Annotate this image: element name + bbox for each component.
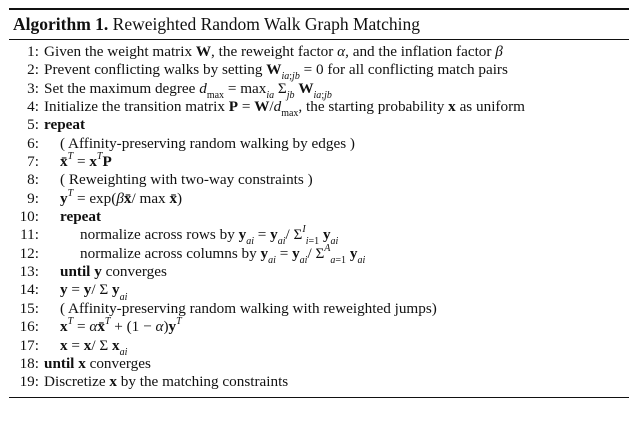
algo-line-8: 8: ( Reweighting with two-way constraint… <box>27 171 313 189</box>
algo-line-5: 5: repeat <box>27 116 86 134</box>
caption-title: Reweighted Random Walk Graph Matching <box>112 14 421 34</box>
algo-line-1: 1: Given the weight matrix W, the reweig… <box>27 43 503 60</box>
line-8-text: ( Reweighting with two-way constraints ) <box>60 171 313 189</box>
algo-line-18: 18: until x converges <box>19 354 151 372</box>
caption-label: Algorithm 1. <box>13 14 109 34</box>
line-1-text: Given the weight matrix W, the reweight … <box>44 43 503 60</box>
line-18-text: until x converges <box>44 354 151 372</box>
line-14-text: y = y/ Σ yai <box>60 281 128 303</box>
line-15-text: ( Affinity-preserving random walking wit… <box>60 299 437 317</box>
algorithm-box: Algorithm 1. Reweighted Random Walk Grap… <box>9 8 629 398</box>
line-4-text: Initialize the transition matrix P = W/d… <box>44 98 525 120</box>
line-11-text: normalize across rows by yai = yai/ ΣIi=… <box>80 224 339 248</box>
algo-line-2: 2: Prevent conflicting walks by setting … <box>27 61 508 83</box>
algo-line-4: 4: Initialize the transition matrix P = … <box>27 98 525 120</box>
line-12-text: normalize across columns by yai = yai/ Σ… <box>80 242 366 266</box>
line-2-text: Prevent conflicting walks by setting Wia… <box>44 61 508 83</box>
line-13-text: until y converges <box>60 263 167 281</box>
algo-line-15: 15: ( Affinity-preserving random walking… <box>19 299 437 317</box>
line-6-text: ( Affinity-preserving random walking by … <box>60 134 355 152</box>
algo-line-17: 17: x = x/ Σ xai <box>19 336 128 358</box>
algorithm-lines: 1: Given the weight matrix W, the reweig… <box>9 43 629 392</box>
top-rule <box>9 8 629 10</box>
line-9-text: yT = exp(βx̄/ max x̄) <box>60 187 183 207</box>
line-5-text: repeat <box>44 116 86 134</box>
algo-line-7: 7: x̄T = xTP <box>27 151 112 171</box>
line-3-text: Set the maximum degree dmax = maxia Σjb … <box>44 79 332 101</box>
algo-line-14: 14: y = y/ Σ yai <box>19 281 128 303</box>
algo-line-6: 6: ( Affinity-preserving random walking … <box>27 134 355 152</box>
line-10-text: repeat <box>60 208 102 226</box>
algo-line-12: 12: normalize across columns by yai = ya… <box>19 242 366 266</box>
algorithm-caption: Algorithm 1. Reweighted Random Walk Grap… <box>9 10 629 36</box>
line-7-text: x̄T = xTP <box>60 151 112 171</box>
line-19-text: Discretize x by the matching constraints <box>44 373 289 391</box>
caption-rule <box>9 39 629 40</box>
algo-line-13: 13: until y converges <box>19 263 167 281</box>
bottom-rule <box>9 396 629 398</box>
algo-line-16: 16: xT = αx̄T + (1 − α)yT <box>19 316 182 336</box>
algo-line-10: 10: repeat <box>19 208 102 226</box>
algo-line-9: 9: yT = exp(βx̄/ max x̄) <box>27 187 183 207</box>
line-16-text: xT = αx̄T + (1 − α)yT <box>60 316 182 336</box>
algo-line-11: 11: normalize across rows by yai = yai/ … <box>20 224 339 248</box>
algo-line-3: 3: Set the maximum degree dmax = maxia Σ… <box>27 79 332 101</box>
line-17-text: x = x/ Σ xai <box>60 336 128 358</box>
algo-line-19: 19: Discretize x by the matching constra… <box>19 373 289 391</box>
